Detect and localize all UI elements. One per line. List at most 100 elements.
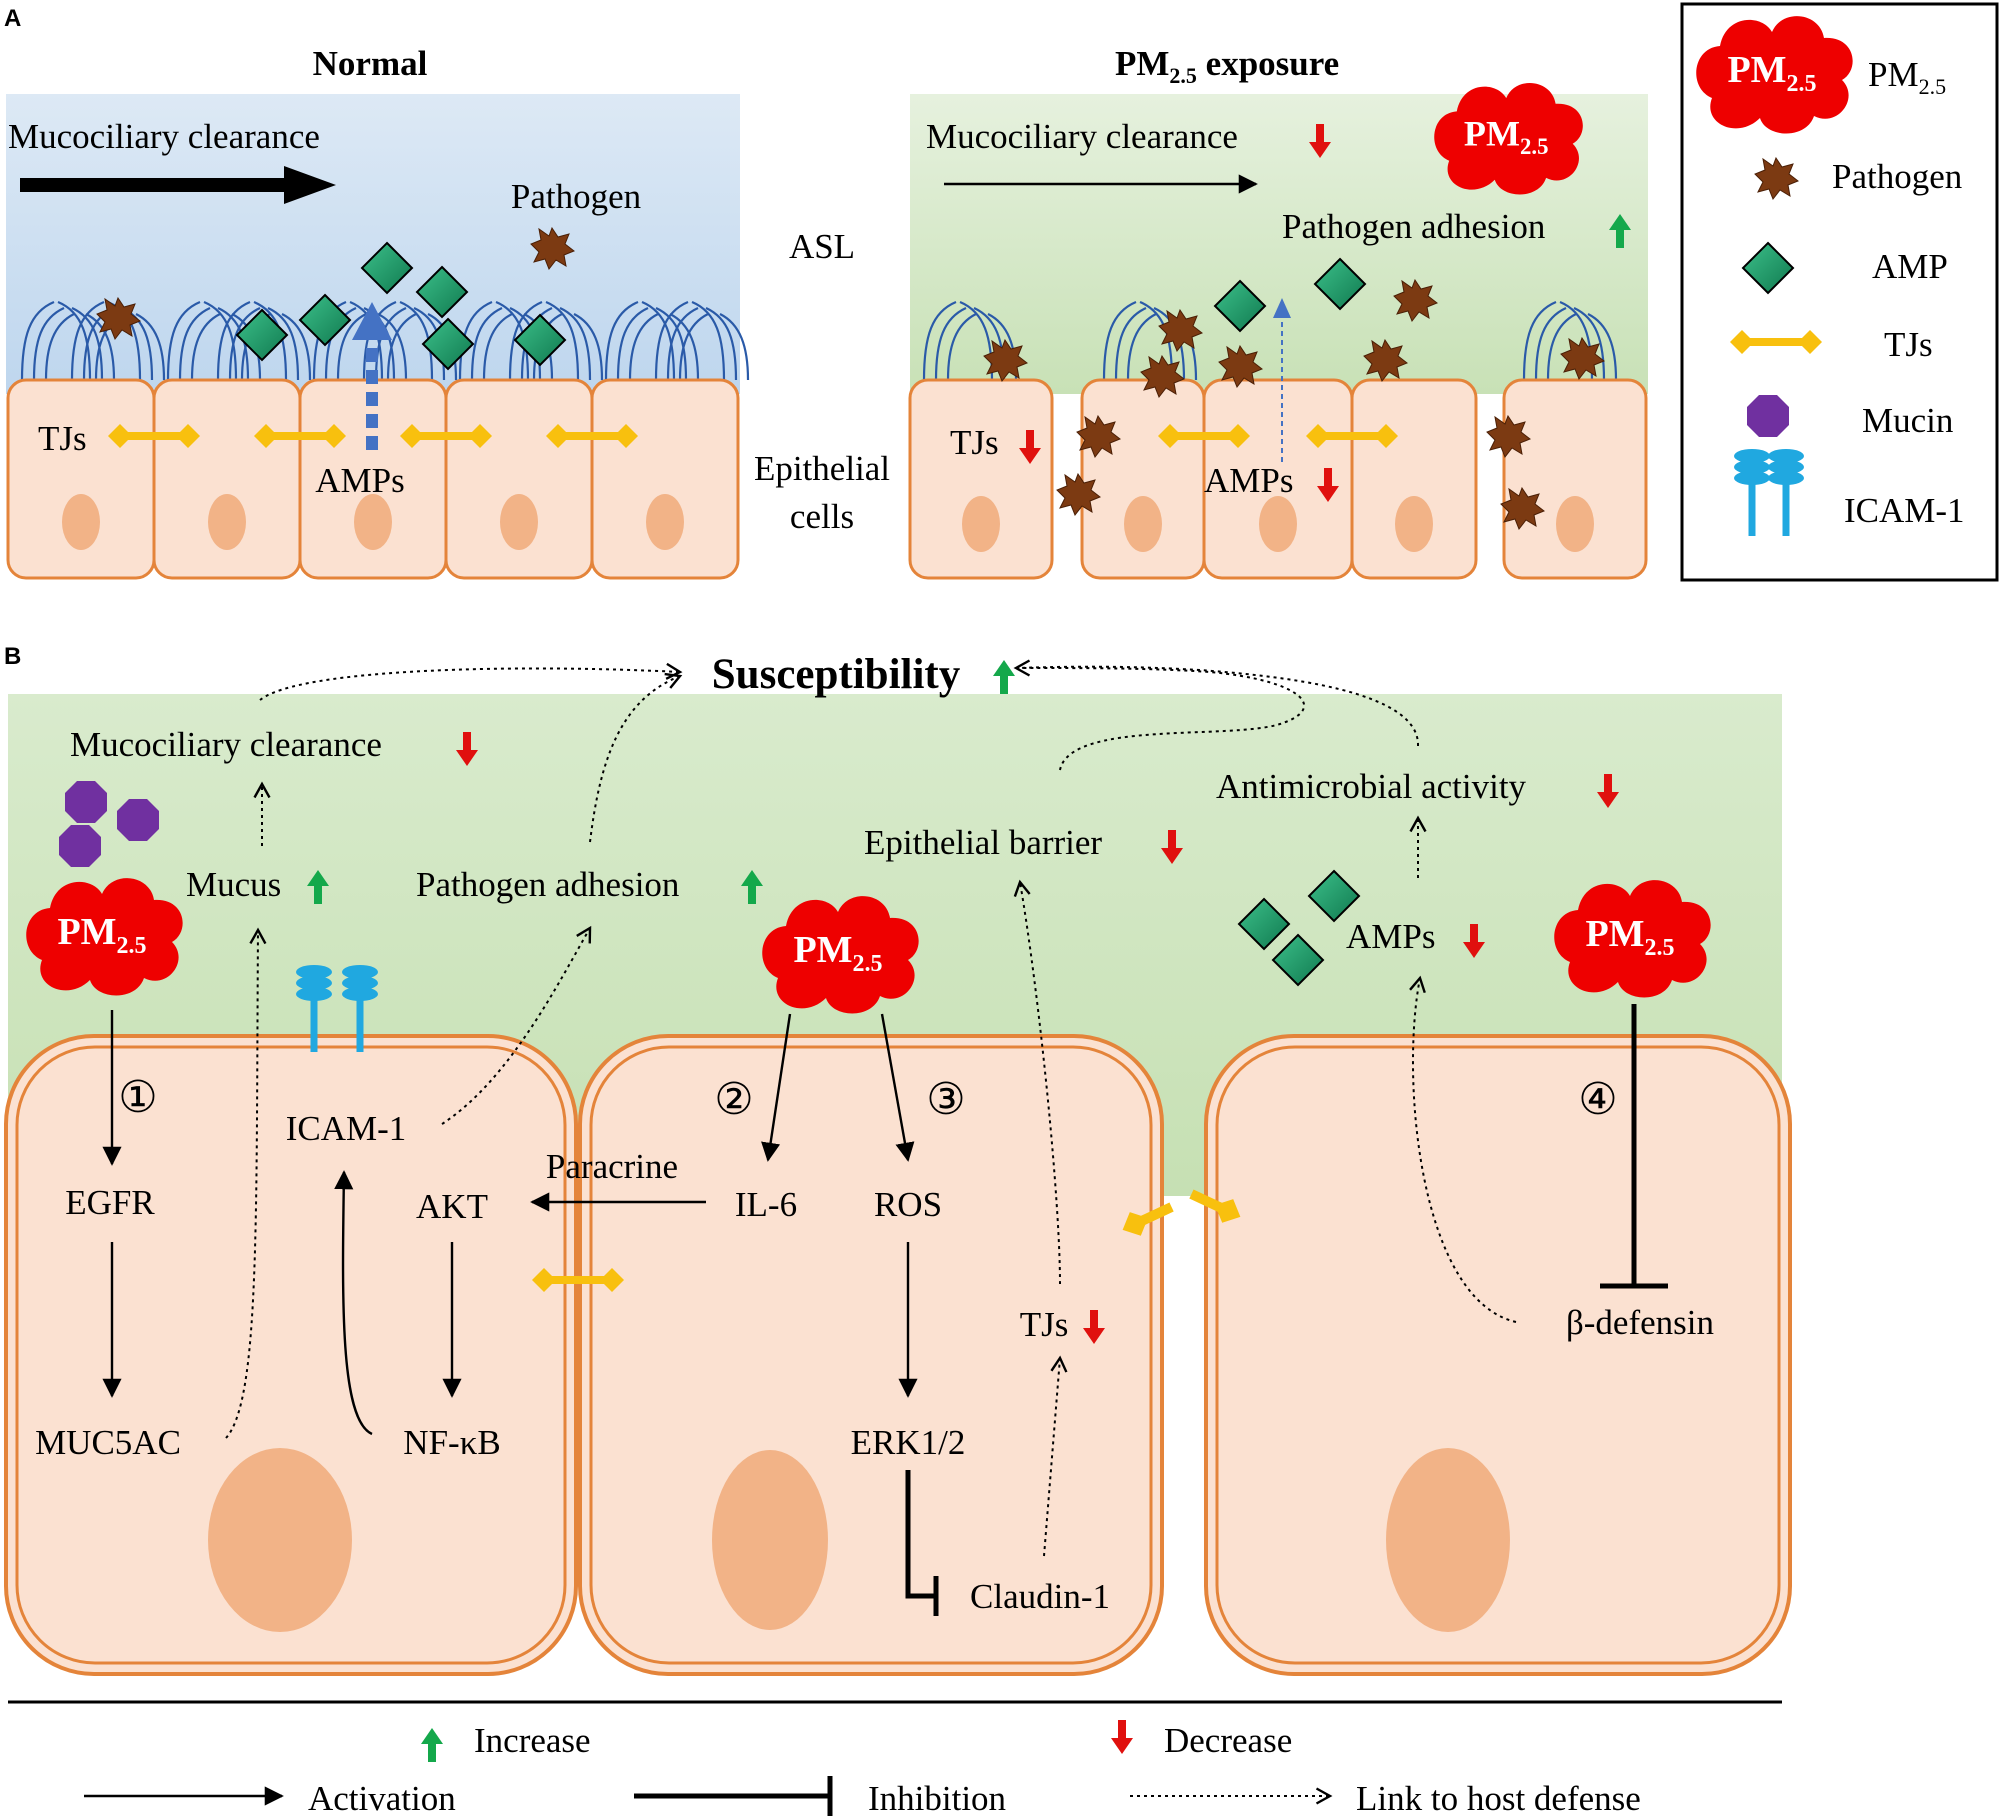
panel-a: A Normal Mucociliary clearance Pathogen …	[4, 5, 1648, 580]
step-2-marker: ②	[714, 1075, 753, 1124]
legend-pathogen-label: Pathogen	[1832, 157, 1962, 196]
epithelial-cell	[1502, 378, 1648, 580]
activation-arrow	[761, 1013, 792, 1162]
pm-badge-main: PM	[57, 911, 116, 953]
asl-label: ASL	[789, 227, 855, 266]
epithelial-cell	[908, 378, 1054, 580]
pm-badge-sub: 2.5	[853, 951, 883, 977]
step-1-marker: ①	[118, 1073, 157, 1122]
il6-label: IL-6	[735, 1185, 797, 1224]
legend-pm-label: PM2.5	[1868, 55, 1946, 99]
legend-icam-label: ICAM-1	[1844, 491, 1965, 530]
exposure-title: PM2.5 exposure	[1115, 44, 1339, 88]
nucleus	[1124, 496, 1162, 552]
tj-broken-icon	[1189, 1189, 1241, 1223]
legend-inhibition-label: Inhibition	[868, 1779, 1006, 1816]
link-arrow	[589, 672, 683, 843]
paracrine-label: Paracrine	[546, 1147, 678, 1186]
legend-pm-sub: 2.5	[1919, 74, 1947, 99]
legend-increase-label: Increase	[474, 1721, 591, 1760]
b-mucociliary-label: Mucociliary clearance	[70, 725, 382, 764]
link-arrow	[225, 927, 267, 1439]
nucleus	[646, 494, 684, 550]
cell-middle	[578, 1034, 1164, 1676]
pm25-cloud: PM2.5	[762, 896, 919, 1014]
nucleus	[712, 1450, 828, 1630]
mucus-label: Mucus	[186, 865, 281, 904]
legend-decrease-label: Decrease	[1164, 1721, 1292, 1760]
egfr-label: EGFR	[65, 1183, 155, 1222]
normal-pathogen-label: Pathogen	[511, 177, 641, 216]
legend-pm-main: PM	[1868, 55, 1919, 94]
icam-label: ICAM-1	[286, 1109, 407, 1148]
bottom-legend: Increase Decrease Activation Inhibition …	[8, 1700, 1782, 1816]
legend-link-label: Link to host defense	[1356, 1779, 1641, 1816]
normal-mucociliary-label: Mucociliary clearance	[8, 117, 320, 156]
inhibition-arrow	[905, 1470, 934, 1599]
claudin-label: Claudin-1	[970, 1577, 1110, 1616]
svg-text:PM2.5: PM2.5	[1585, 913, 1674, 961]
cell-left	[4, 1034, 578, 1676]
increase-arrow-icon	[421, 1728, 443, 1762]
pm-badge-sub: 2.5	[1645, 935, 1675, 961]
svg-text:PM2.5: PM2.5	[1464, 114, 1549, 160]
activation-arrow	[334, 1170, 373, 1436]
bdefensin-label: β-defensin	[1566, 1303, 1714, 1342]
panel-b: B Susceptibility	[4, 643, 1792, 1676]
exposure-tjs-label: TJs	[950, 423, 999, 462]
nucleus	[500, 494, 538, 550]
decrease-arrow-icon	[1111, 1720, 1133, 1754]
exposure-mucociliary-label: Mucociliary clearance	[926, 117, 1238, 156]
legend-pm-cloud: PM2.5	[1696, 16, 1853, 134]
normal-amps-label: AMPs	[315, 461, 404, 500]
b-amps-label: AMPs	[1346, 917, 1435, 956]
nucleus	[1395, 496, 1433, 552]
b-tjs-label: TJs	[1020, 1305, 1069, 1344]
epithelial-barrier-label: Epithelial barrier	[864, 823, 1102, 862]
pm-badge-main: PM	[1585, 913, 1644, 955]
antimicrobial-label: Antimicrobial activity	[1216, 767, 1527, 806]
nucleus	[62, 494, 100, 550]
pm-badge-main: PM	[1464, 114, 1520, 154]
exposure-title-rest: exposure	[1197, 44, 1339, 83]
svg-text:PM2.5: PM2.5	[793, 929, 882, 977]
exposure-pathogen-adhesion-label: Pathogen adhesion	[1282, 207, 1545, 246]
normal-epithelium	[6, 378, 740, 580]
akt-label: AKT	[416, 1187, 488, 1226]
pm-badge-main: PM	[1727, 49, 1786, 91]
nfkb-label: NF-κB	[403, 1423, 500, 1462]
legend-mucin-label: Mucin	[1862, 401, 1953, 440]
nucleus	[208, 1448, 352, 1632]
legend-tjs-label: TJs	[1884, 325, 1933, 364]
pm25-cloud: PM2.5	[1434, 82, 1583, 195]
legend-activation-label: Activation	[308, 1779, 456, 1816]
svg-text:PM2.5: PM2.5	[57, 911, 146, 959]
weak-amp-arrowhead	[1273, 298, 1291, 318]
pm-badge-main: PM	[793, 929, 852, 971]
step-4-marker: ④	[1578, 1075, 1617, 1124]
erk-label: ERK1/2	[851, 1423, 966, 1462]
pm25-cloud: PM2.5	[26, 878, 183, 996]
epithelial-label-2: cells	[790, 497, 854, 536]
activation-arrow	[880, 1013, 915, 1162]
panel-b-letter: B	[4, 643, 21, 670]
link-arrow	[1015, 665, 1420, 747]
pm-badge-sub: 2.5	[117, 933, 147, 959]
nucleus	[1259, 496, 1297, 552]
ros-label: ROS	[874, 1185, 942, 1224]
pm-badge-sub: 2.5	[1787, 71, 1817, 97]
legend-amp-label: AMP	[1872, 247, 1948, 286]
mucin-icon	[117, 799, 159, 841]
nucleus	[962, 496, 1000, 552]
cell-right	[1204, 1034, 1792, 1676]
svg-text:PM2.5: PM2.5	[1727, 49, 1816, 97]
pm25-cloud: PM2.5	[1554, 880, 1711, 998]
increase-arrow-icon	[993, 660, 1015, 694]
normal-title: Normal	[313, 44, 428, 83]
legend-box: PM2.5 PM2.5 Pathogen AMP TJs Mucin ICAM-…	[1680, 2, 1999, 582]
exposure-amps-label: AMPs	[1204, 461, 1293, 500]
link-arrow	[1013, 879, 1061, 1285]
susceptibility-label: Susceptibility	[712, 651, 961, 698]
b-pathogen-adhesion-label: Pathogen adhesion	[416, 865, 679, 904]
